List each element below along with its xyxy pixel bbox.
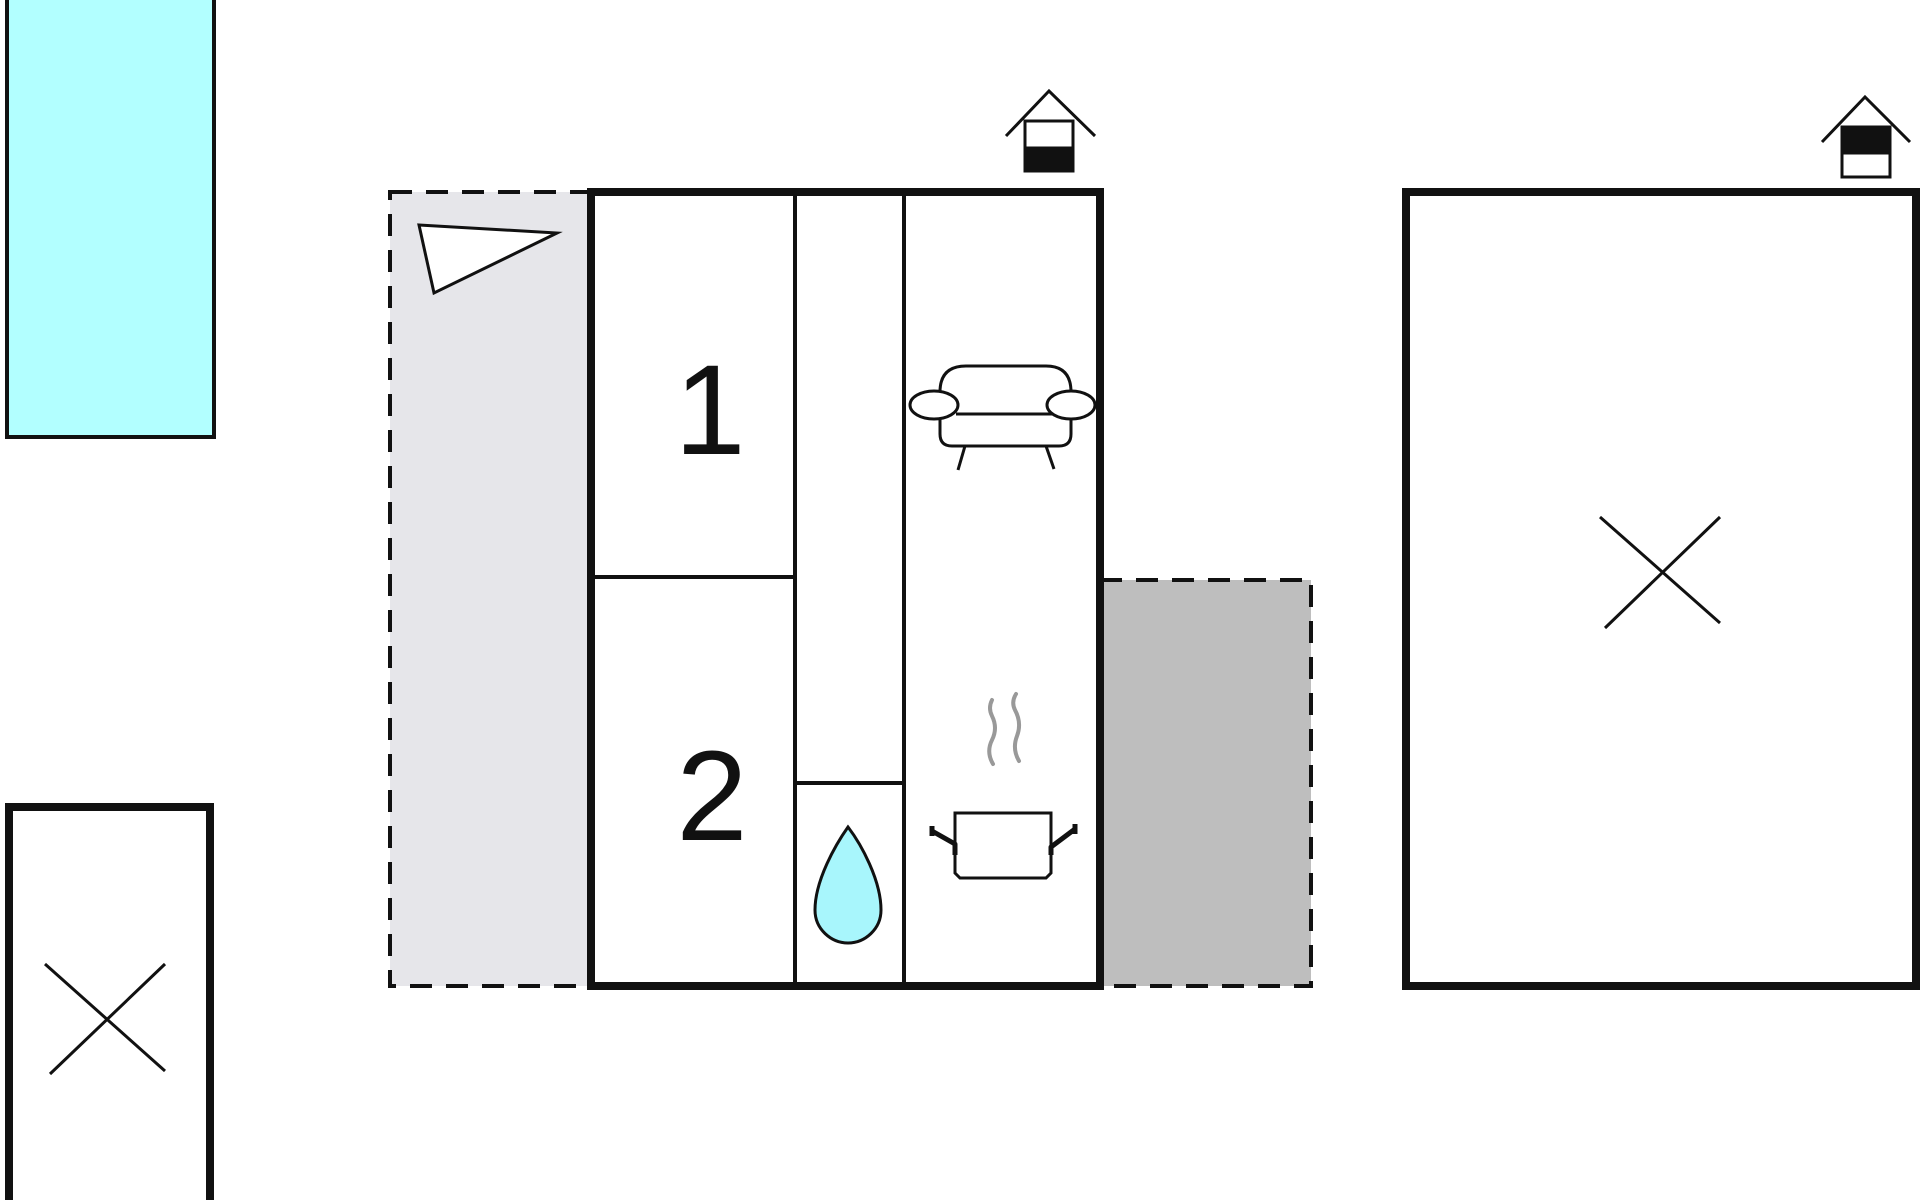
- cooking-pot-icon: [929, 692, 1078, 880]
- interior-walls: [591, 192, 906, 986]
- cross-icon: [1599, 515, 1722, 630]
- terrace-left: [388, 190, 592, 988]
- water-drop-icon: [813, 824, 883, 945]
- bedroom-2-number: 2: [676, 725, 747, 868]
- outbuilding-bottom-left: [5, 803, 214, 1200]
- house-entrance-icon: [1820, 94, 1912, 179]
- bedroom-1-number: 1: [674, 339, 745, 482]
- sofa-icon: [908, 364, 1097, 471]
- cross-icon: [44, 962, 167, 1076]
- terrace-right: [1098, 578, 1313, 988]
- swimming-pool: [5, 0, 216, 439]
- outbuilding-right: [1402, 188, 1920, 990]
- house-entrance-icon: [1004, 88, 1097, 173]
- triangle-icon: [417, 223, 563, 296]
